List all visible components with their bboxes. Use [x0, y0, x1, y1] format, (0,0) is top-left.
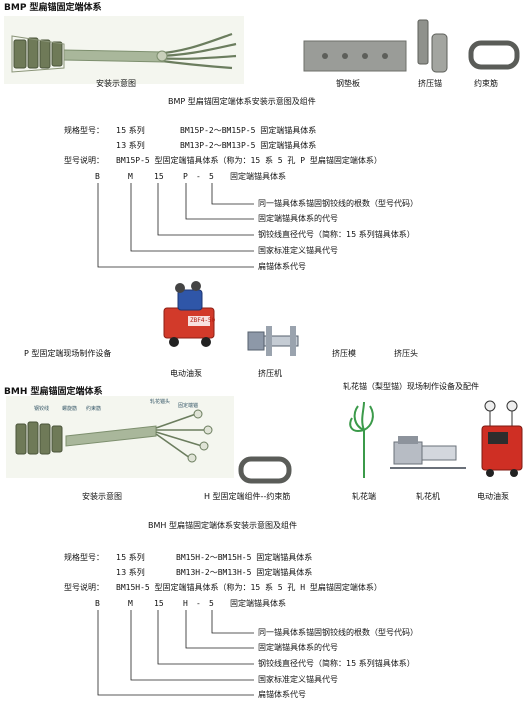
bmp-code-dash: -: [196, 172, 201, 181]
bmp-spec-series-15: 15 系列: [116, 126, 145, 135]
bmh-spec-series-15: 15 系列: [116, 553, 145, 562]
bmh-model-text: BM15H-5 型固定端锚具体系（称为：15 系 5 孔 H 型扁锚固定端体系）: [116, 583, 382, 592]
bmh-spec-series-13: 13 系列: [116, 568, 145, 577]
bmh-installation-diagram: [6, 396, 234, 478]
extrusion-anchor-caption: 挤压锚: [418, 79, 442, 88]
bmh-figure-title: BMH 型扁锚固定端体系安装示意图及组件: [148, 521, 297, 530]
bmh-code-b: B: [95, 599, 100, 608]
bmp-model-label: 型号说明：: [64, 156, 104, 165]
bmp-diagram-caption: 安装示意图: [96, 79, 136, 88]
swaged-end-caption: 轧花端: [352, 492, 376, 501]
bmh-model-label: 型号说明：: [64, 583, 104, 592]
extrusion-machine-image: [246, 322, 304, 360]
h-pump-caption: 电动油泵: [477, 492, 509, 501]
bmh-section-title: BMH 型扁锚固定端体系: [4, 387, 103, 397]
steel-plate-caption: 钢垫板: [336, 79, 360, 88]
bmh-spec-range-15: BM15H-2～BM15H-5 固定端锚具体系: [176, 553, 313, 562]
h-component-caption: H 型固定端组件--约束筋: [204, 492, 291, 501]
bmp-code-5: 5: [209, 172, 214, 181]
bundle-ring-image: [468, 40, 520, 70]
bmp-explanation-4: 国家标准定义锚具代号: [258, 246, 338, 255]
bmh-diagram-label-3: 约束筋: [86, 406, 102, 412]
bmp-spec-range-13: BM13P-2～BM13P-5 固定端锚具体系: [180, 141, 317, 150]
bmh-diagram-label-5: 固定端锚: [178, 403, 199, 409]
pump-model-tag: ZBF4-50: [190, 317, 216, 324]
bmp-spec-label: 规格型号：: [64, 126, 104, 135]
bmh-diagram-label-1: 钢铰线: [34, 406, 50, 412]
swaged-end-image: [346, 400, 382, 480]
extrusion-die-caption: 挤压模: [332, 349, 356, 358]
bmh-explanation-5: 扁锚体系代号: [258, 690, 306, 699]
bmh-code-h: H: [183, 599, 188, 608]
extrusion-head-caption: 挤压头: [394, 349, 418, 358]
bmp-installation-diagram: [4, 16, 244, 84]
bmh-explanation-4: 国家标准定义锚具代号: [258, 675, 338, 684]
bmp-spec-range-15: BM15P-2～BM15P-5 固定端锚具体系: [180, 126, 317, 135]
h-bundle-ring-image: [238, 456, 292, 484]
bmh-explanation-1: 同一锚具体系锚固钢铰线的根数（型号代码）: [258, 628, 418, 637]
bmp-explanation-1: 同一锚具体系锚固钢铰线的根数（型号代码）: [258, 199, 418, 208]
bmh-code-dash: -: [196, 599, 201, 608]
bmh-explanation-2: 固定端锚具体系的代号: [258, 643, 338, 652]
swaging-machine-image: [390, 428, 466, 476]
h-electric-pump-image: [478, 400, 526, 478]
h-equipment-title: 轧花锚（梨型锚）现场制作设备及配件: [343, 382, 479, 391]
extrusion-anchor-image: [416, 18, 450, 74]
bmp-code-m: M: [128, 172, 133, 181]
bmp-code-15: 15: [154, 172, 164, 181]
bmh-diagram-caption: 安装示意图: [82, 492, 122, 501]
bmh-code-m: M: [128, 599, 133, 608]
bmp-model-text: BM15P-5 型固定端锚具体系（称为：15 系 5 孔 P 型扁锚固定端体系）: [116, 156, 382, 165]
bmp-code-p: P: [183, 172, 188, 181]
bmp-spec-series-13: 13 系列: [116, 141, 145, 150]
bmh-explanation-3: 钢铰线直径代号（简称：15 系列锚具体系）: [258, 659, 415, 668]
bmp-explanation-2: 固定端锚具体系的代号: [258, 214, 338, 223]
p-equipment-title: P 型固定端现场制作设备: [24, 349, 112, 358]
bmp-section-title: BMP 型扁锚固定端体系: [4, 3, 102, 13]
bmp-code-label: 固定端锚具体系: [230, 172, 286, 181]
steel-plate-image: [303, 40, 407, 72]
bmp-explanation-3: 钢铰线直径代号（简称：15 系列锚具体系）: [258, 230, 415, 239]
bmh-diagram-label-4: 轧花锚头: [150, 399, 171, 405]
extrusion-machine-caption: 挤压机: [258, 369, 282, 378]
bmp-code-b: B: [95, 172, 100, 181]
swaging-machine-caption: 轧花机: [416, 492, 440, 501]
bmh-code-15: 15: [154, 599, 164, 608]
pump-caption: 电动油泵: [170, 369, 202, 378]
bundle-caption: 约束筋: [474, 79, 498, 88]
bmp-figure-title: BMP 型扁锚固定端体系安装示意图及组件: [168, 97, 316, 106]
bmh-spec-label: 规格型号：: [64, 553, 104, 562]
bmh-code-label: 固定端锚具体系: [230, 599, 286, 608]
bmh-spec-range-13: BM13H-2～BM13H-5 固定端锚具体系: [176, 568, 313, 577]
bmh-diagram-label-2: 螺旋筋: [62, 406, 78, 412]
electric-pump-image: [160, 280, 220, 350]
bmp-explanation-5: 扁锚体系代号: [258, 262, 306, 271]
bmh-code-5: 5: [209, 599, 214, 608]
